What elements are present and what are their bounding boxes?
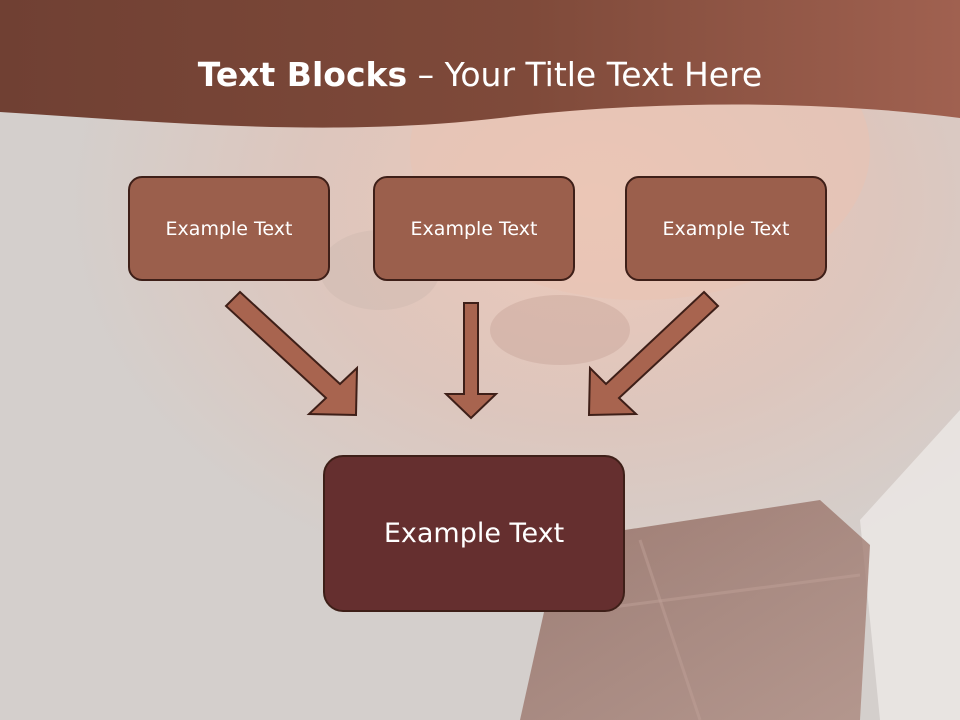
text-block-3: Example Text bbox=[625, 176, 827, 281]
arrow-right-icon bbox=[587, 290, 720, 417]
title-dash: – bbox=[407, 55, 445, 94]
text-block-2: Example Text bbox=[373, 176, 575, 281]
text-block-main: Example Text bbox=[323, 455, 625, 612]
title-bold-part: Text Blocks bbox=[197, 55, 408, 94]
arrow-down-icon bbox=[443, 302, 499, 420]
text-block-1: Example Text bbox=[128, 176, 330, 281]
page-title: Text Blocks – Your Title Text Here bbox=[0, 52, 960, 98]
title-rest-part: Your Title Text Here bbox=[444, 55, 763, 94]
arrow-left-icon bbox=[224, 290, 359, 417]
